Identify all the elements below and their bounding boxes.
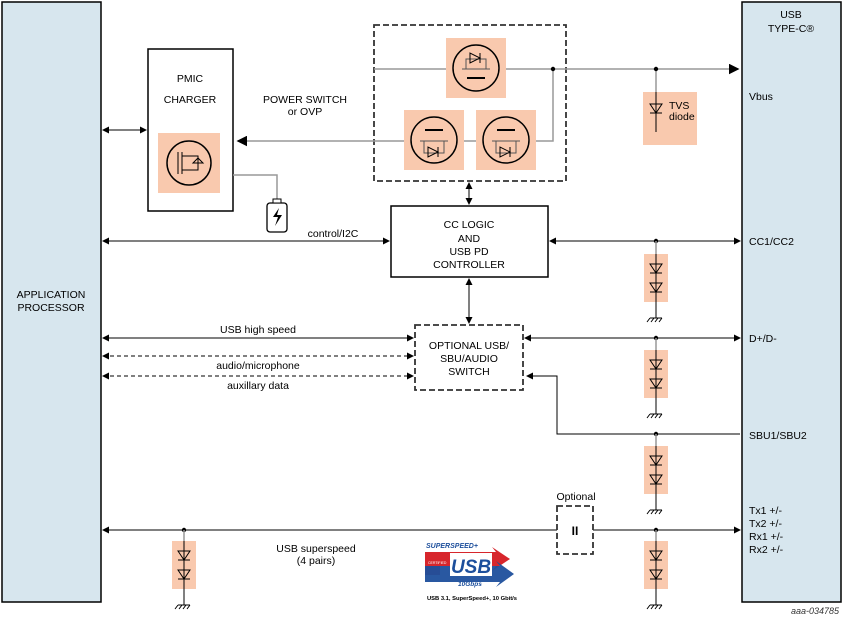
pmic-label-2: CHARGER	[164, 94, 217, 106]
usb-typec-connector-block	[741, 1, 842, 603]
power-switch-label-2: or OVP	[288, 106, 322, 118]
tvs-diode-highlight	[643, 92, 697, 145]
capacitor-icon: II	[572, 524, 579, 538]
application-processor-block	[1, 1, 102, 603]
logo-caption: USB 3.1, SuperSpeed+, 10 Gbit/s	[427, 596, 517, 602]
ap-label-2: PROCESSOR	[17, 302, 85, 314]
ground-icon	[174, 604, 191, 610]
usb-superspeed-plus-logo: SUPERSPEED+ USB CERTIFIED 10Gbps USB 3.1…	[425, 543, 517, 602]
pin-sbu: SBU1/SBU2	[749, 430, 807, 442]
power-switch-label-1: POWER SWITCH	[263, 94, 347, 106]
tvs-label-1: TVS	[669, 100, 689, 112]
figure-id: aaa-034785	[791, 606, 840, 616]
pmic-label-1: PMIC	[177, 73, 204, 85]
esd-diode-icon-sbu	[644, 431, 668, 515]
pin-tx2: Tx2 +/-	[749, 518, 782, 530]
logo-speed-text: 10Gbps	[458, 581, 482, 588]
optional-ac-coupling-cap	[556, 505, 594, 555]
optional-usb-sbu-audio-switch	[414, 324, 524, 391]
pin-rx2: Rx2 +/-	[749, 544, 784, 556]
pin-rx1: Rx1 +/-	[749, 531, 784, 543]
esd-diode-icon-ss-connector	[644, 527, 668, 610]
control-i2c-label: control/I2C	[308, 228, 359, 240]
tvs-label-2: diode	[669, 111, 695, 123]
ground-icon	[646, 413, 663, 419]
mosfet-icon-right	[476, 110, 536, 170]
switch-label-3: SWITCH	[448, 366, 489, 378]
ground-icon	[646, 317, 663, 323]
cc-logic-label-4: CONTROLLER	[433, 259, 505, 271]
pin-tx1: Tx1 +/-	[749, 505, 782, 517]
mosfet-icon-top	[446, 38, 506, 98]
pin-vbus: Vbus	[749, 91, 773, 103]
switch-label-1: OPTIONAL USB/	[429, 340, 509, 352]
tvs-diode-icon	[649, 92, 663, 132]
connector-label-2: TYPE-C®	[768, 23, 815, 35]
vbus-return-line	[236, 69, 554, 147]
esd-diode-icon-ss-processor	[172, 527, 196, 610]
cc-logic-label-1: CC LOGIC	[444, 219, 495, 231]
logo-top-text: SUPERSPEED+	[426, 543, 478, 550]
mosfet-icon-left	[404, 110, 464, 170]
logo-certified-text: CERTIFIED	[428, 561, 447, 565]
optional-cap-label: Optional	[556, 491, 595, 503]
esd-diode-icon-cc	[644, 238, 668, 323]
esd-diode-icon-dp-dm	[644, 335, 668, 419]
ap-label-1: APPLICATION	[17, 289, 86, 301]
pmic-mosfet-icon	[166, 140, 278, 200]
audio-label: audio/microphone	[216, 360, 300, 372]
cc-logic-label-2: AND	[458, 233, 481, 245]
pmic-mosfet-highlight	[158, 133, 220, 193]
ground-icon	[646, 509, 663, 515]
aux-data-label: auxillary data	[227, 380, 289, 392]
superspeed-label-1: USB superspeed	[276, 543, 356, 555]
switch-label-2: SBU/AUDIO	[440, 353, 498, 365]
cc-logic-pd-controller-block	[390, 205, 549, 278]
battery-icon	[266, 198, 288, 233]
cc-logic-label-3: USB PD	[449, 246, 489, 258]
logo-usb-text: USB	[451, 557, 491, 578]
usb-high-speed-label: USB high speed	[220, 324, 296, 336]
pin-dp-dm: D+/D-	[749, 333, 777, 345]
pin-cc: CC1/CC2	[749, 236, 794, 248]
connector-label-1: USB	[780, 9, 802, 21]
superspeed-label-2: (4 pairs)	[297, 555, 336, 567]
ground-icon	[646, 604, 663, 610]
sbu-line	[526, 372, 740, 435]
